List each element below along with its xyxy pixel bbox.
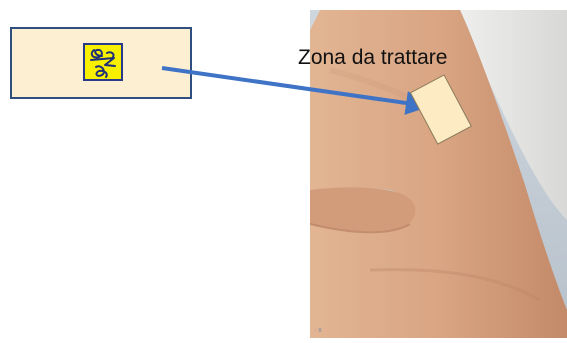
- treatment-patch: [409, 74, 472, 145]
- photo-watermark: · x: [314, 327, 322, 334]
- scribble-glyph-icon: [83, 43, 123, 81]
- pointer-arrow: [161, 66, 430, 115]
- zone-label: Zona da trattare: [298, 46, 448, 69]
